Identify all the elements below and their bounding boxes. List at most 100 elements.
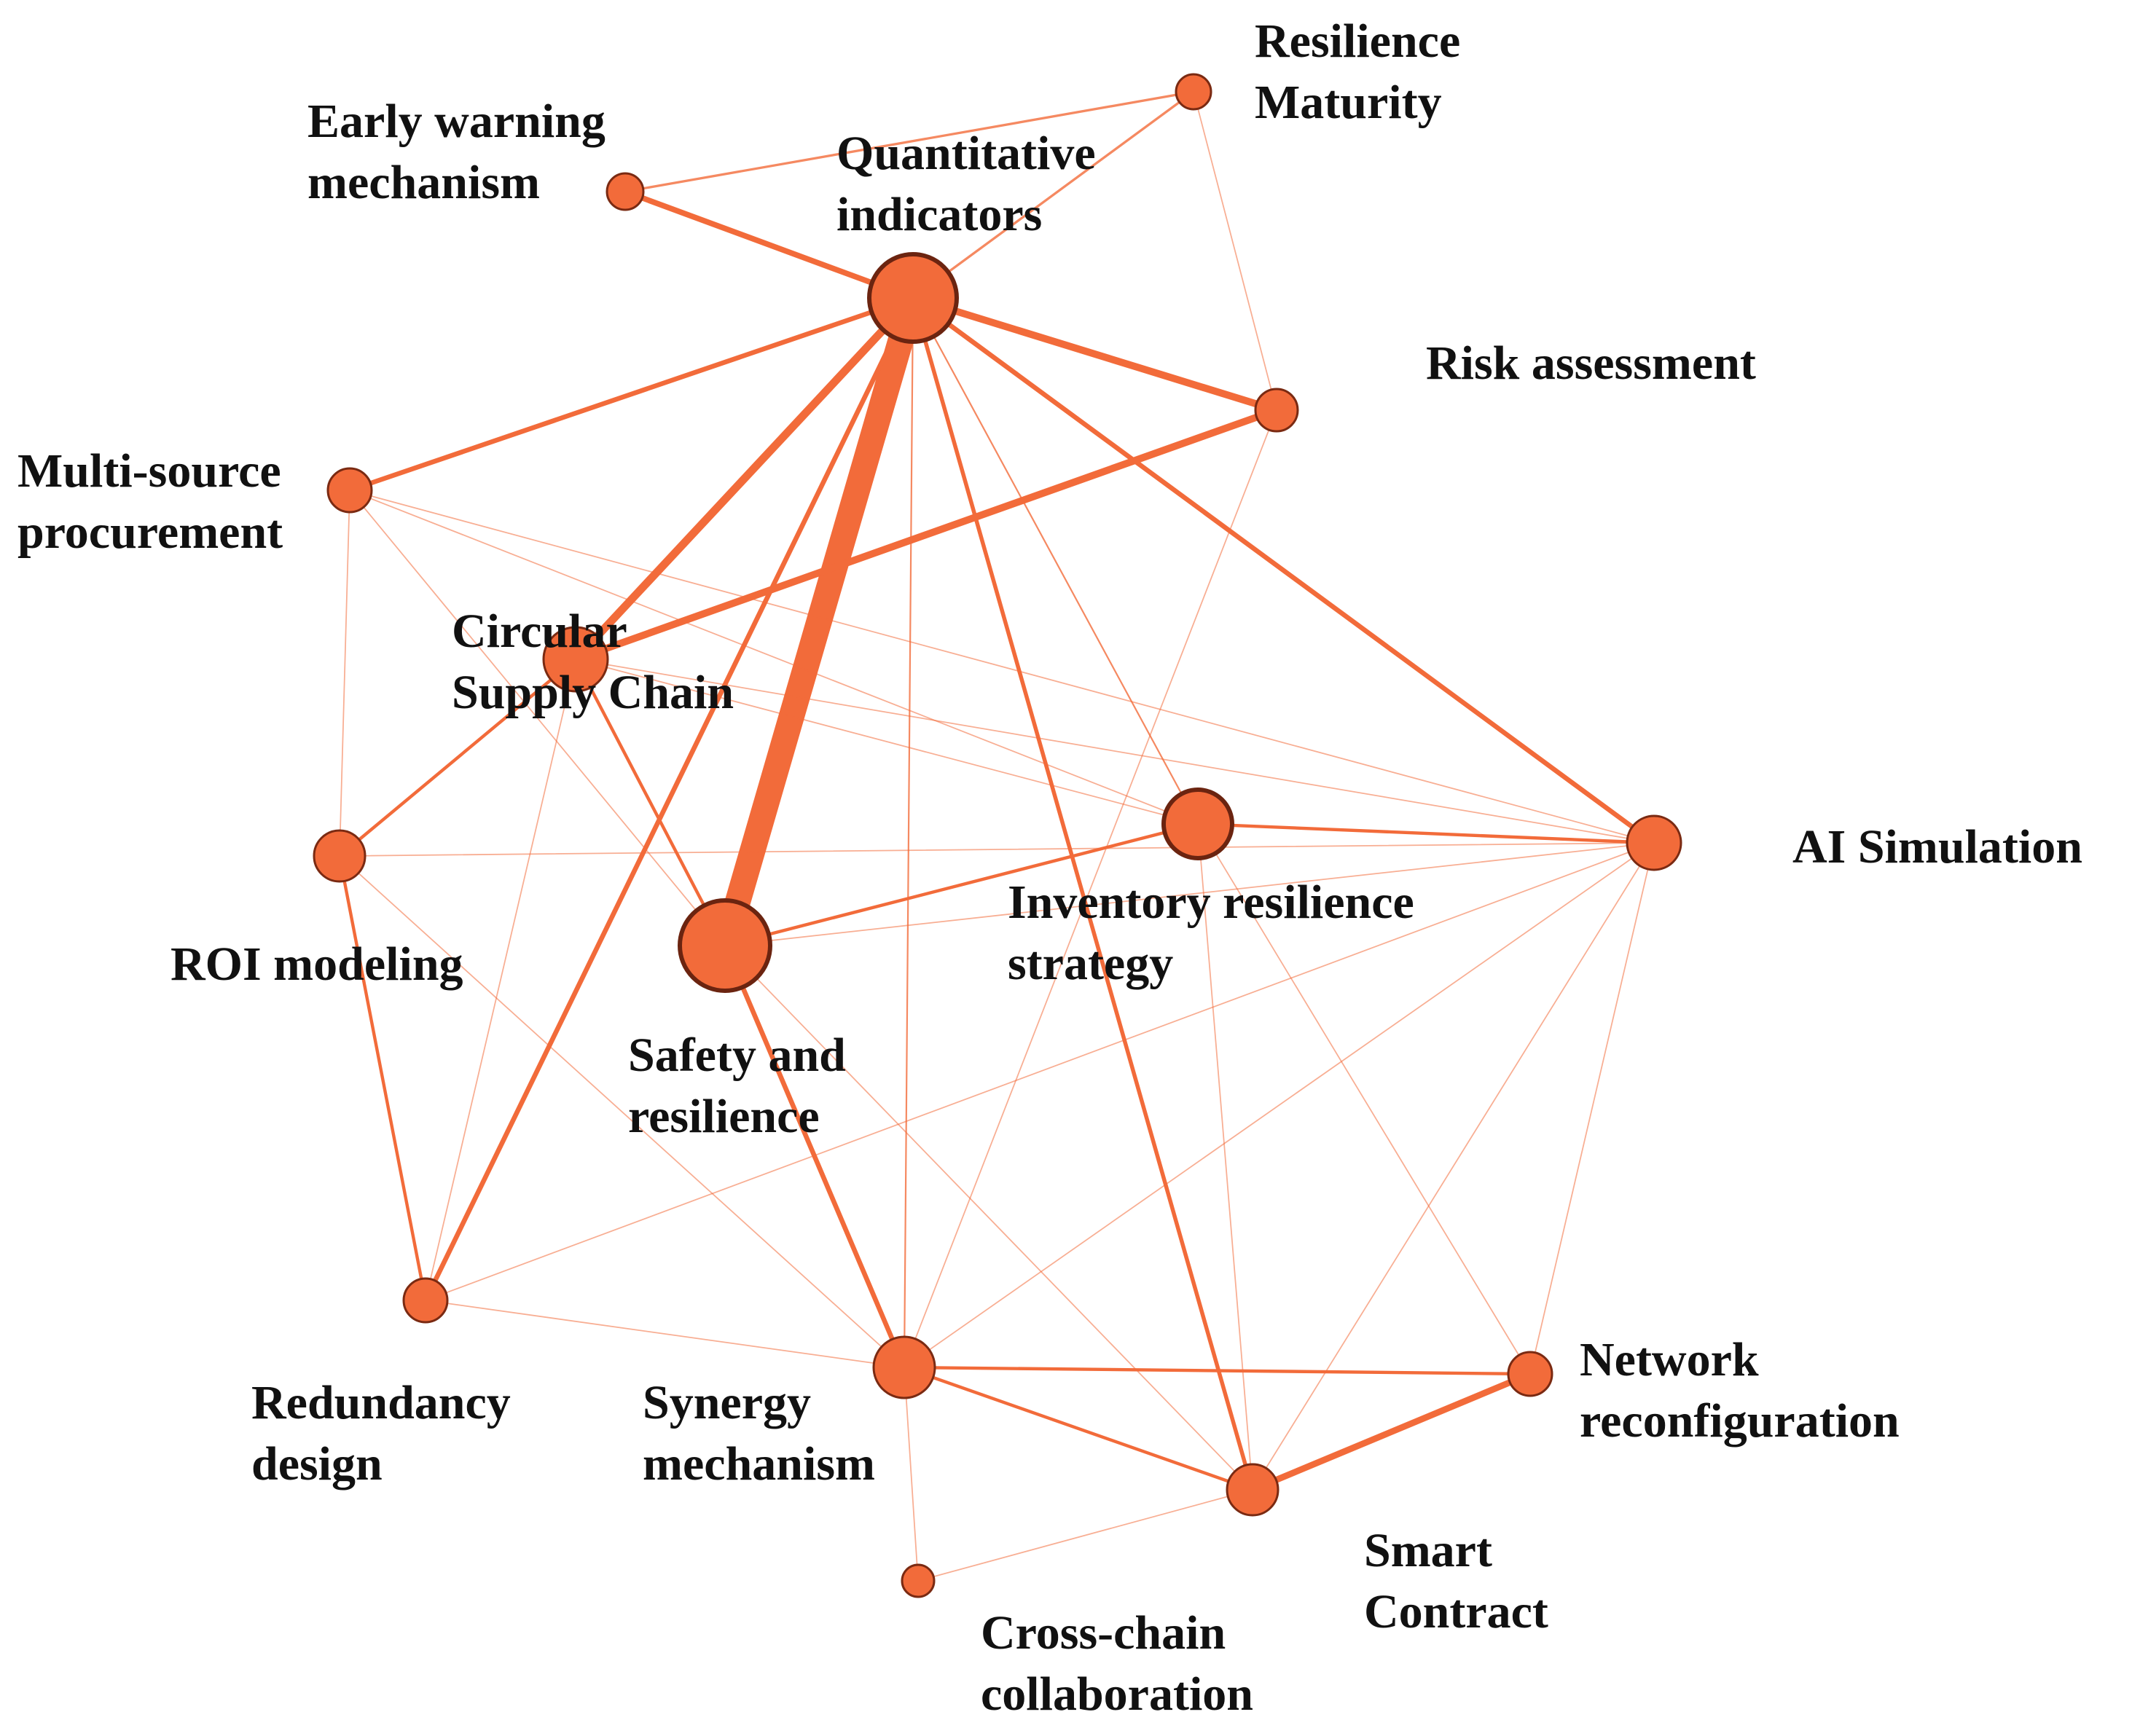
label-line: Cross-chain: [981, 1606, 1226, 1660]
node-safety: [678, 898, 772, 993]
label-line: Quantitative: [836, 127, 1096, 180]
node-redundancy: [402, 1277, 449, 1324]
edge-quantitative-inventory: [912, 296, 1199, 825]
label-cross-chain: Cross-chain collaboration: [981, 1606, 1253, 1721]
edge-quantitative-multi_source: [347, 295, 916, 493]
label-line: Early warning: [307, 95, 605, 148]
label-line: Supply Chain: [452, 666, 734, 719]
edge-quantitative-redundancy: [423, 295, 916, 1303]
edge-quantitative-circular: [571, 294, 917, 664]
edge-synergy-ai: [904, 842, 1655, 1368]
edge-multi_source-ai: [349, 490, 1655, 844]
edge-redundancy-ai: [425, 842, 1655, 1301]
edge-inventory-smart: [1197, 823, 1253, 1490]
edge-synergy-cross_chain: [904, 1367, 919, 1582]
label-line: Circular: [452, 605, 627, 658]
label-line: strategy: [1008, 937, 1173, 990]
edge-layer: [337, 90, 1657, 1582]
label-line: Resilience: [1255, 15, 1460, 68]
label-inventory: Inventory resilience strategy: [1008, 876, 1414, 990]
node-quantitative: [867, 252, 959, 344]
node-cross-chain: [901, 1563, 936, 1598]
edge-circular-safety: [573, 657, 727, 948]
node-resilience-maturity: [1175, 73, 1212, 111]
label-line: resilience: [628, 1090, 820, 1143]
edge-circular-ai: [575, 659, 1655, 844]
node-multi-source: [326, 467, 373, 514]
edge-quantitative-resilience_maturity: [912, 90, 1195, 299]
edge-multi_source-roi: [339, 490, 350, 857]
edge-ai-network: [1529, 842, 1655, 1375]
label-line: reconfiguration: [1580, 1394, 1900, 1448]
label-line: Safety and: [628, 1029, 846, 1082]
edge-inventory-network: [1197, 823, 1531, 1375]
label-line: collaboration: [981, 1668, 1253, 1721]
node-layer: [313, 73, 1682, 1598]
edge-resilience_maturity-risk: [1193, 91, 1277, 411]
label-line: ROI modeling: [171, 938, 463, 991]
edge-synergy-smart: [902, 1365, 1255, 1492]
label-line: design: [251, 1437, 383, 1490]
edge-synergy-risk: [904, 409, 1277, 1368]
edge-roi-redundancy: [337, 854, 428, 1303]
label-line: Synergy: [643, 1376, 811, 1429]
label-roi: ROI modeling: [171, 938, 463, 991]
node-smart: [1226, 1463, 1279, 1517]
edge-early_warning-resilience_maturity: [624, 90, 1195, 193]
label-line: Maturity: [1255, 76, 1442, 129]
label-line: mechanism: [643, 1437, 875, 1490]
label-line: Inventory resilience: [1008, 876, 1414, 929]
node-network: [1507, 1351, 1553, 1397]
edge-inventory-ai: [1196, 822, 1656, 845]
edge-risk-circular: [572, 406, 1280, 663]
label-safety: Safety and resilience: [628, 1029, 846, 1143]
node-risk: [1254, 388, 1299, 433]
node-early-warning: [605, 172, 645, 211]
label-line: Contract: [1364, 1585, 1548, 1638]
edge-synergy-network: [902, 1365, 1532, 1376]
label-line: Network: [1580, 1333, 1759, 1386]
node-circular: [542, 626, 609, 693]
edge-circular-redundancy: [425, 659, 576, 1301]
label-ai: AI Simulation: [1792, 820, 2082, 873]
label-line: indicators: [836, 188, 1042, 241]
edge-safety-smart: [724, 945, 1253, 1490]
label-line: mechanism: [307, 156, 540, 209]
label-line: Smart: [1364, 1524, 1492, 1577]
edge-roi-ai: [339, 842, 1655, 857]
label-risk: Risk assessment: [1426, 337, 1756, 390]
edge-quantitative-synergy: [903, 296, 914, 1369]
label-line: Redundancy: [251, 1376, 511, 1429]
label-line: procurement: [17, 506, 283, 559]
edge-quantitative-safety: [712, 285, 926, 959]
edge-redundancy-synergy: [425, 1300, 905, 1368]
edge-quantitative-risk: [909, 294, 1280, 414]
label-redundancy: Redundancy design: [251, 1376, 511, 1490]
label-quantitative: Quantitative indicators: [836, 127, 1096, 241]
node-synergy: [872, 1335, 936, 1399]
edge-safety-inventory: [723, 822, 1200, 948]
node-inventory: [1161, 788, 1234, 860]
edge-safety-ai: [724, 842, 1655, 946]
edge-roi-synergy: [339, 855, 905, 1368]
label-network: Network reconfiguration: [1580, 1333, 1900, 1448]
edge-ai-smart: [1252, 842, 1655, 1490]
edge-smart-network: [1249, 1370, 1534, 1493]
edge-safety-synergy: [722, 943, 907, 1370]
edge-quantitative-smart: [911, 296, 1255, 1492]
node-roi: [313, 829, 367, 883]
edge-quantitative-early_warning: [622, 189, 916, 301]
edge-circular-roi: [337, 657, 578, 858]
edge-circular-inventory: [575, 659, 1199, 825]
label-line: Risk assessment: [1426, 337, 1756, 390]
label-line: AI Simulation: [1792, 820, 2082, 873]
edge-quantitative-ai: [910, 295, 1657, 846]
edge-multi_source-safety: [349, 490, 726, 946]
label-early-warning: Early warning mechanism: [307, 95, 605, 209]
